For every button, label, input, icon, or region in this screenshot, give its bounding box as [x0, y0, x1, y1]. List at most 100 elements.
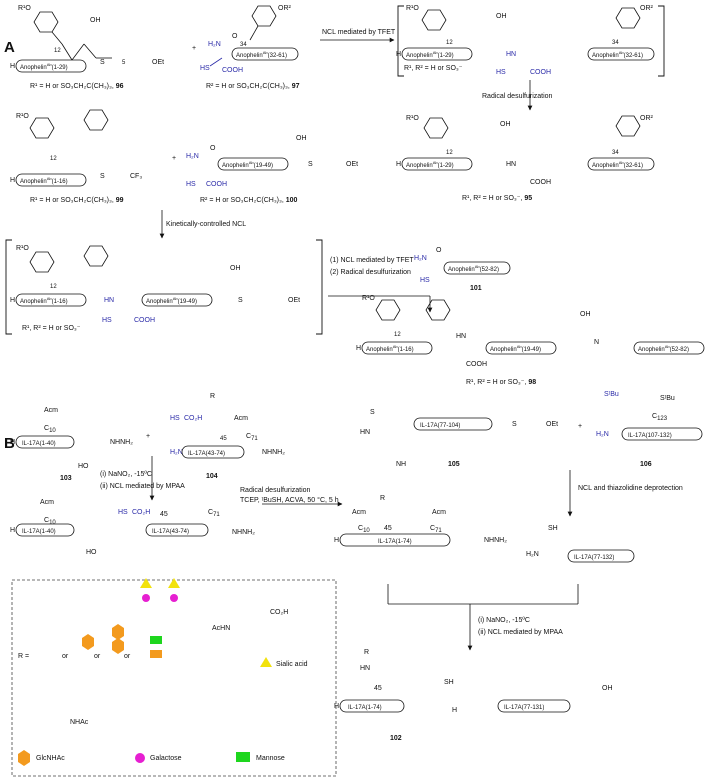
step-ncl-mpaa-1: (ii) NCL mediated by MPAA — [100, 483, 185, 490]
svg-text:101: 101 — [470, 285, 482, 292]
svg-text:R: R — [380, 495, 385, 502]
compound-98: R¹O 12 H AnophelinAb(1-16) HN AnophelinA… — [356, 295, 705, 386]
svg-text:OH: OH — [580, 311, 591, 318]
svg-text:H: H — [10, 297, 15, 304]
svg-text:COOH: COOH — [206, 181, 227, 188]
svg-text:OH: OH — [296, 135, 307, 142]
svg-text:AnophelinAb(32-61): AnophelinAb(32-61) — [592, 50, 643, 59]
panel-label-a: A — [4, 39, 15, 56]
svg-text:S: S — [100, 59, 105, 66]
sialic-acid-icon — [140, 578, 152, 588]
svg-text:R¹O: R¹O — [406, 5, 419, 12]
svg-text:R¹, R² = H or SO₃⁻, 98: R¹, R² = H or SO₃⁻, 98 — [466, 379, 536, 386]
step-kinetic-ncl: Kinetically-controlled NCL — [166, 221, 246, 228]
svg-text:C10: C10 — [44, 517, 56, 526]
svg-text:HO: HO — [86, 549, 97, 556]
peptide-segment-box — [15, 59, 87, 73]
svg-text:R¹, R² = H or SO₃⁻: R¹, R² = H or SO₃⁻ — [404, 65, 463, 72]
svg-text:HS: HS — [170, 415, 180, 422]
svg-text:CO₂H: CO₂H — [184, 415, 202, 422]
intermediate-1: R¹O OR² OH 12 34 H AnophelinAb(1-29) HN … — [396, 5, 665, 77]
svg-text:AnophelinAb(1-29): AnophelinAb(1-29) — [20, 62, 68, 71]
svg-text:HN: HN — [360, 429, 370, 436]
svg-text:R¹ = H or SO₃CH₂C(CH₃)₃, 96: R¹ = H or SO₃CH₂C(CH₃)₃, 96 — [30, 83, 124, 90]
svg-text:H: H — [10, 177, 15, 184]
svg-text:C10: C10 — [44, 425, 56, 434]
svg-text:Sialic acid: Sialic acid — [276, 661, 308, 668]
svg-text:HS: HS — [186, 181, 196, 188]
svg-text:COOH: COOH — [530, 69, 551, 76]
svg-text:106: 106 — [640, 461, 652, 468]
svg-text:R =: R = — [18, 653, 29, 660]
svg-text:+: + — [578, 423, 582, 430]
svg-text:SH: SH — [444, 679, 454, 686]
svg-text:IL-17A(77-132): IL-17A(77-132) — [574, 555, 614, 561]
panel-label-b: B — [4, 435, 15, 452]
compound-96: R¹O 12 OH O S 5 OEt H AnophelinAb(1-29) … — [10, 5, 164, 90]
svg-text:AnophelinAb(19-49): AnophelinAb(19-49) — [490, 344, 541, 353]
svg-text:IL-17A(43-74): IL-17A(43-74) — [152, 529, 189, 535]
svg-text:R¹O: R¹O — [16, 113, 29, 120]
svg-text:H₂N: H₂N — [596, 431, 609, 438]
svg-text:Acm: Acm — [234, 415, 248, 422]
glycan-legend: R = or or or AcHN CO₂H Sialic acid NHAc … — [11, 578, 337, 777]
svg-text:CF₃: CF₃ — [130, 173, 142, 180]
compound-104: R HS CO₂H Acm 45 H₂N IL-17A(43-74) C71 N… — [170, 393, 285, 480]
svg-text:HS: HS — [200, 65, 210, 72]
compound-100: H₂N O AnophelinAb(19-49) OH S OEt HS COO… — [186, 135, 358, 204]
mannose-icon — [150, 636, 162, 644]
svg-text:HN: HN — [104, 297, 114, 304]
svg-text:or: or — [94, 653, 101, 660]
svg-text:R¹, R² = H or SO₃⁻, 95: R¹, R² = H or SO₃⁻, 95 — [462, 195, 532, 202]
svg-text:HS: HS — [496, 69, 506, 76]
svg-text:COOH: COOH — [134, 317, 155, 324]
svg-text:AnophelinAb(1-29): AnophelinAb(1-29) — [406, 50, 454, 59]
svg-text:H₂N: H₂N — [414, 255, 427, 262]
svg-text:C71: C71 — [430, 525, 442, 534]
svg-text:OH: OH — [500, 121, 511, 128]
svg-text:OH: OH — [602, 685, 613, 692]
svg-text:AnophelinAb(32-61): AnophelinAb(32-61) — [592, 160, 643, 169]
svg-text:AnophelinAb(32-61): AnophelinAb(32-61) — [236, 50, 287, 59]
svg-text:AnophelinAb(19-49): AnophelinAb(19-49) — [222, 160, 273, 169]
svg-text:S: S — [238, 297, 243, 304]
svg-text:SH: SH — [548, 525, 558, 532]
svg-text:HN: HN — [506, 161, 516, 168]
svg-text:R¹ = H or SO₃CH₂C(CH₃)₃, 99: R¹ = H or SO₃CH₂C(CH₃)₃, 99 — [30, 197, 124, 204]
svg-text:45: 45 — [160, 511, 168, 518]
svg-text:H: H — [396, 51, 401, 58]
svg-text:R² = H or SO₃CH₂C(CH₃)₃, 100: R² = H or SO₃CH₂C(CH₃)₃, 100 — [200, 197, 298, 204]
svg-text:HS: HS — [420, 277, 430, 284]
phenyl-ring-97 — [251, 5, 277, 27]
svg-text:H: H — [10, 527, 15, 534]
svg-text:AnophelinAb(1-16): AnophelinAb(1-16) — [366, 344, 414, 353]
svg-text:12: 12 — [50, 156, 57, 162]
svg-text:+: + — [192, 45, 196, 52]
svg-text:HN: HN — [456, 333, 466, 340]
svg-text:12: 12 — [446, 40, 453, 46]
svg-text:C123: C123 — [652, 413, 668, 422]
svg-text:COOH: COOH — [530, 179, 551, 186]
svg-text:IL-17A(1-40): IL-17A(1-40) — [22, 441, 56, 447]
step-ncl-tfet-2: (1) NCL mediated by TFET — [330, 257, 414, 264]
svg-text:IL-17A(77-104): IL-17A(77-104) — [420, 423, 460, 429]
svg-text:OEt: OEt — [546, 421, 558, 428]
svg-text:C10: C10 — [358, 525, 370, 534]
svg-text:H: H — [10, 439, 15, 446]
svg-text:OEt: OEt — [152, 59, 164, 66]
svg-text:or: or — [62, 653, 69, 660]
svg-text:H: H — [452, 707, 457, 714]
svg-text:Galactose: Galactose — [150, 755, 182, 762]
svg-text:R: R — [210, 393, 215, 400]
svg-text:NHNH₂: NHNH₂ — [262, 449, 285, 456]
svg-text:NHAc: NHAc — [70, 719, 89, 726]
svg-text:AnophelinAb(19-49): AnophelinAb(19-49) — [146, 296, 197, 305]
svg-text:HS: HS — [118, 509, 128, 516]
step-desulf-2: (2) Radical desulfurization — [330, 269, 411, 276]
compound-105: S HN IL-17A(77-104) S OEt NH 105 — [360, 409, 558, 468]
svg-text:C71: C71 — [246, 433, 258, 442]
svg-text:AcHN: AcHN — [212, 625, 230, 632]
svg-text:12: 12 — [50, 284, 57, 290]
svg-text:NH: NH — [396, 461, 406, 468]
